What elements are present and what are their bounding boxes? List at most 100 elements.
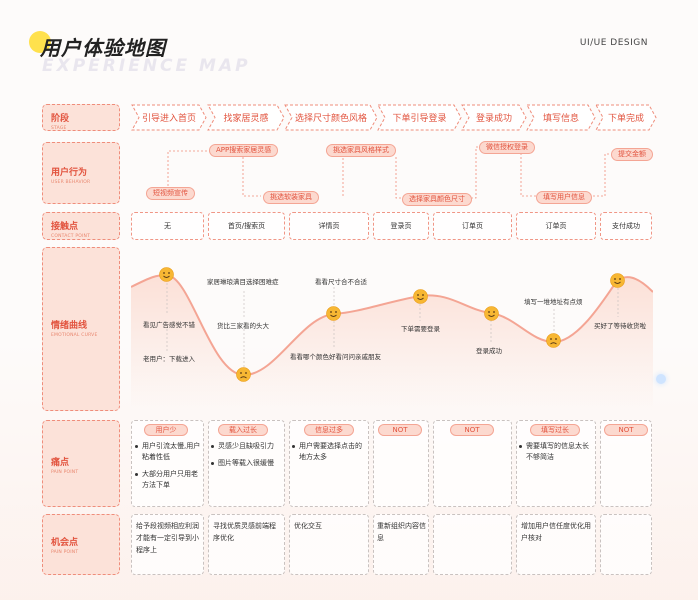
pain-item: 用户需要选择点击的地方太多: [292, 441, 367, 463]
stage-6: 填写信息: [526, 104, 596, 131]
sad-face-icon: [236, 367, 251, 382]
contact-text: 订单页: [462, 222, 483, 230]
opportunity-text: 优化交互: [294, 522, 322, 530]
behavior-pill: 填写用户信息: [536, 191, 592, 204]
contact-text: 无: [164, 222, 171, 230]
page-title: 用户体验地图: [40, 36, 166, 60]
emotion-curve-chart: [131, 273, 653, 411]
contact-text: 登录页: [390, 222, 412, 230]
contact-cell: 无: [131, 212, 204, 240]
row-label-en: PAIN POINT: [51, 470, 79, 475]
happy-face-icon: [413, 289, 428, 304]
row-label-contact: 接触点 CONTACT POINT: [42, 212, 120, 240]
contact-cell: 支付成功: [600, 212, 652, 240]
pain-tag: NOT: [604, 424, 648, 436]
opportunity-cell: [600, 514, 652, 575]
page-title-shadow: EXPERIENCE MAP: [42, 56, 251, 76]
pain-list: 灵感少且缺吸引力 图片等载入很缓慢: [211, 441, 283, 475]
contact-cell: 订单页: [516, 212, 596, 240]
happy-face-icon: [484, 306, 499, 321]
contact-text: 详情页: [318, 222, 340, 230]
contact-text: 首页/搜索页: [227, 222, 266, 230]
pain-item: 用户引流太慢,用户粘着性低: [135, 441, 201, 463]
brand-label: UI/UE DESIGN: [579, 38, 648, 48]
stage-7: 下单完成: [595, 104, 657, 131]
stage-3: 选择尺寸颜色风格: [284, 104, 378, 131]
row-label-stage: 阶段 STAGE: [42, 104, 120, 131]
pain-list: 需要填写的信息太长不够简洁: [519, 441, 593, 469]
behavior-pill: 挑选软装家具: [263, 191, 319, 204]
row-label-opportunity: 机会点 PAIN POINT: [42, 514, 120, 575]
row-label-cn: 痛点: [51, 458, 70, 468]
row-label-cn: 阶段: [51, 114, 70, 124]
emotion-label: 老用户：下载进入: [143, 355, 195, 363]
pain-tag: 载入过长: [218, 424, 268, 436]
row-label-cn: 情绪曲线: [51, 321, 88, 331]
contact-cell: 登录页: [373, 212, 429, 240]
emotion-label: 买好了等待收货啦: [594, 322, 646, 330]
row-label-cn: 接触点: [51, 222, 79, 232]
stage-label: 找家居灵感: [223, 114, 269, 124]
opportunity-cell: [433, 514, 512, 575]
stage-label: 下单完成: [607, 114, 644, 124]
pain-list: 用户需要选择点击的地方太多: [292, 441, 367, 469]
contact-cell: 订单页: [433, 212, 512, 240]
stage-4: 下单引导登录: [377, 104, 462, 131]
stage-label: 选择尺寸颜色风格: [294, 114, 367, 124]
row-label-en: PAIN POINT: [51, 550, 79, 555]
pain-tag: 信息过多: [304, 424, 354, 436]
sad-face-icon: [546, 333, 561, 348]
pain-tag: 填写过长: [530, 424, 580, 436]
row-label-cn: 用户行为: [51, 168, 88, 178]
pain-item: 灵感少且缺吸引力: [211, 441, 283, 452]
behavior-pill: 提交金额: [611, 148, 653, 161]
behavior-pill: 挑选家具风格样式: [326, 144, 396, 157]
row-label-en: CONTACT POINT: [51, 234, 91, 239]
title-decoration-dot: [29, 31, 51, 53]
emotion-label: 家居琳琅满目选择困难症: [207, 278, 279, 286]
row-label-en: USER BEHAVIOR: [51, 180, 91, 185]
row-label-pain: 痛点 PAIN POINT: [42, 420, 120, 507]
emotion-label: 下单需要登录: [401, 325, 440, 333]
pain-tag: 用户少: [144, 424, 188, 436]
pain-item: 大部分用户只用老方法下单: [135, 469, 201, 491]
contact-text: 订单页: [545, 222, 567, 230]
pain-item: 图片等载入很缓慢: [211, 458, 283, 469]
row-label-en: STAGE: [51, 126, 67, 131]
row-label-behavior: 用户行为 USER BEHAVIOR: [42, 142, 120, 204]
stage-label: 引导进入首页: [141, 114, 196, 124]
pain-tag: NOT: [450, 424, 494, 436]
emotion-area-fill: [131, 275, 653, 411]
contact-cell: 首页/搜索页: [208, 212, 285, 240]
emotion-label: 看见广告感觉不错: [143, 321, 195, 329]
emotion-label: 看看哪个颜色好看问问亲戚朋友: [290, 353, 381, 361]
behavior-pill: 选择家具颜色尺寸: [402, 193, 472, 206]
behavior-pill: APP搜索家居灵感: [209, 144, 279, 157]
opportunity-text: 增加用户信任度优化用户核对: [521, 522, 591, 542]
emotion-label: 看看尺寸合不合适: [315, 278, 367, 286]
happy-face-icon: [610, 273, 625, 288]
opportunity-cell: [373, 514, 429, 575]
emotion-label: 填写一堆地址有点烦: [524, 298, 583, 306]
opportunity-text: 给予段视频相应利润才能有一定引导到小程序上: [136, 522, 199, 554]
emotion-label: 货比三家看的头大: [217, 322, 269, 330]
opportunity-text: 寻找优质灵感前端程序优化: [213, 522, 276, 542]
row-label-emotion: 情绪曲线 EMOTIONAL CURVE: [42, 247, 120, 411]
behavior-pill: 短视频宣传: [146, 187, 195, 200]
contact-cell: 详情页: [289, 212, 369, 240]
opportunity-cell: [208, 514, 285, 575]
stage-2: 找家居灵感: [207, 104, 285, 131]
stage-label: 下单引导登录: [392, 114, 447, 124]
row-label-cn: 机会点: [51, 538, 79, 548]
behavior-pill: 微信授权登录: [479, 141, 535, 154]
emotion-curve-line: [131, 273, 653, 377]
contact-text: 支付成功: [612, 222, 640, 230]
opportunity-cell: [516, 514, 596, 575]
opportunity-cell: [289, 514, 369, 575]
pain-item: 需要填写的信息太长不够简洁: [519, 441, 593, 463]
pain-list: 用户引流太慢,用户粘着性低 大部分用户只用老方法下单: [135, 441, 201, 497]
happy-face-icon: [326, 306, 341, 321]
row-label-en: EMOTIONAL CURVE: [51, 333, 98, 338]
opportunity-cell: [131, 514, 204, 575]
pain-tag: NOT: [378, 424, 422, 436]
